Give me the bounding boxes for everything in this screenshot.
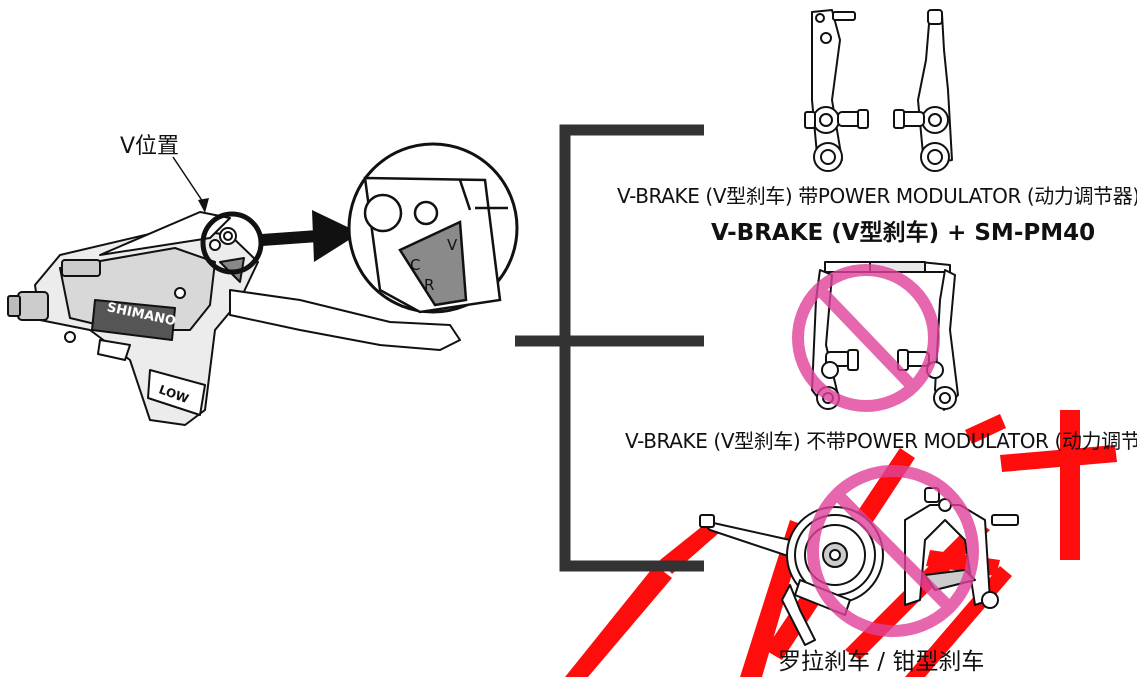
arrow-right-icon xyxy=(261,210,360,262)
magnifier-icon xyxy=(347,142,519,314)
option-1-caption: V-BRAKE (V型刹车) 带POWER MODULATOR (动力调节器) xyxy=(617,184,1137,208)
option-1-subcaption: V-BRAKE (V型刹车) + SM-PM40 xyxy=(711,220,1096,246)
prohibited-icon-2 xyxy=(807,465,979,637)
option-2-caption: V-BRAKE (V型刹车) 不带POWER MODULATOR (动力调节器) xyxy=(625,429,1137,453)
option-bracket xyxy=(515,124,704,572)
zoom-mark-v: V xyxy=(447,236,458,254)
zoom-mark-c: C xyxy=(410,256,420,274)
pointer-arrowhead xyxy=(198,198,209,213)
pointer-line xyxy=(172,156,206,206)
v-brake-arms-icon xyxy=(804,9,953,172)
zoom-mark-r: R xyxy=(424,276,434,294)
option-3-caption: 罗拉刹车 / 钳型刹车 xyxy=(778,649,985,675)
brake-lever-icon xyxy=(7,211,461,426)
position-circle xyxy=(200,211,264,275)
v-position-label: V位置 xyxy=(120,134,180,159)
prohibited-icon xyxy=(792,264,940,412)
